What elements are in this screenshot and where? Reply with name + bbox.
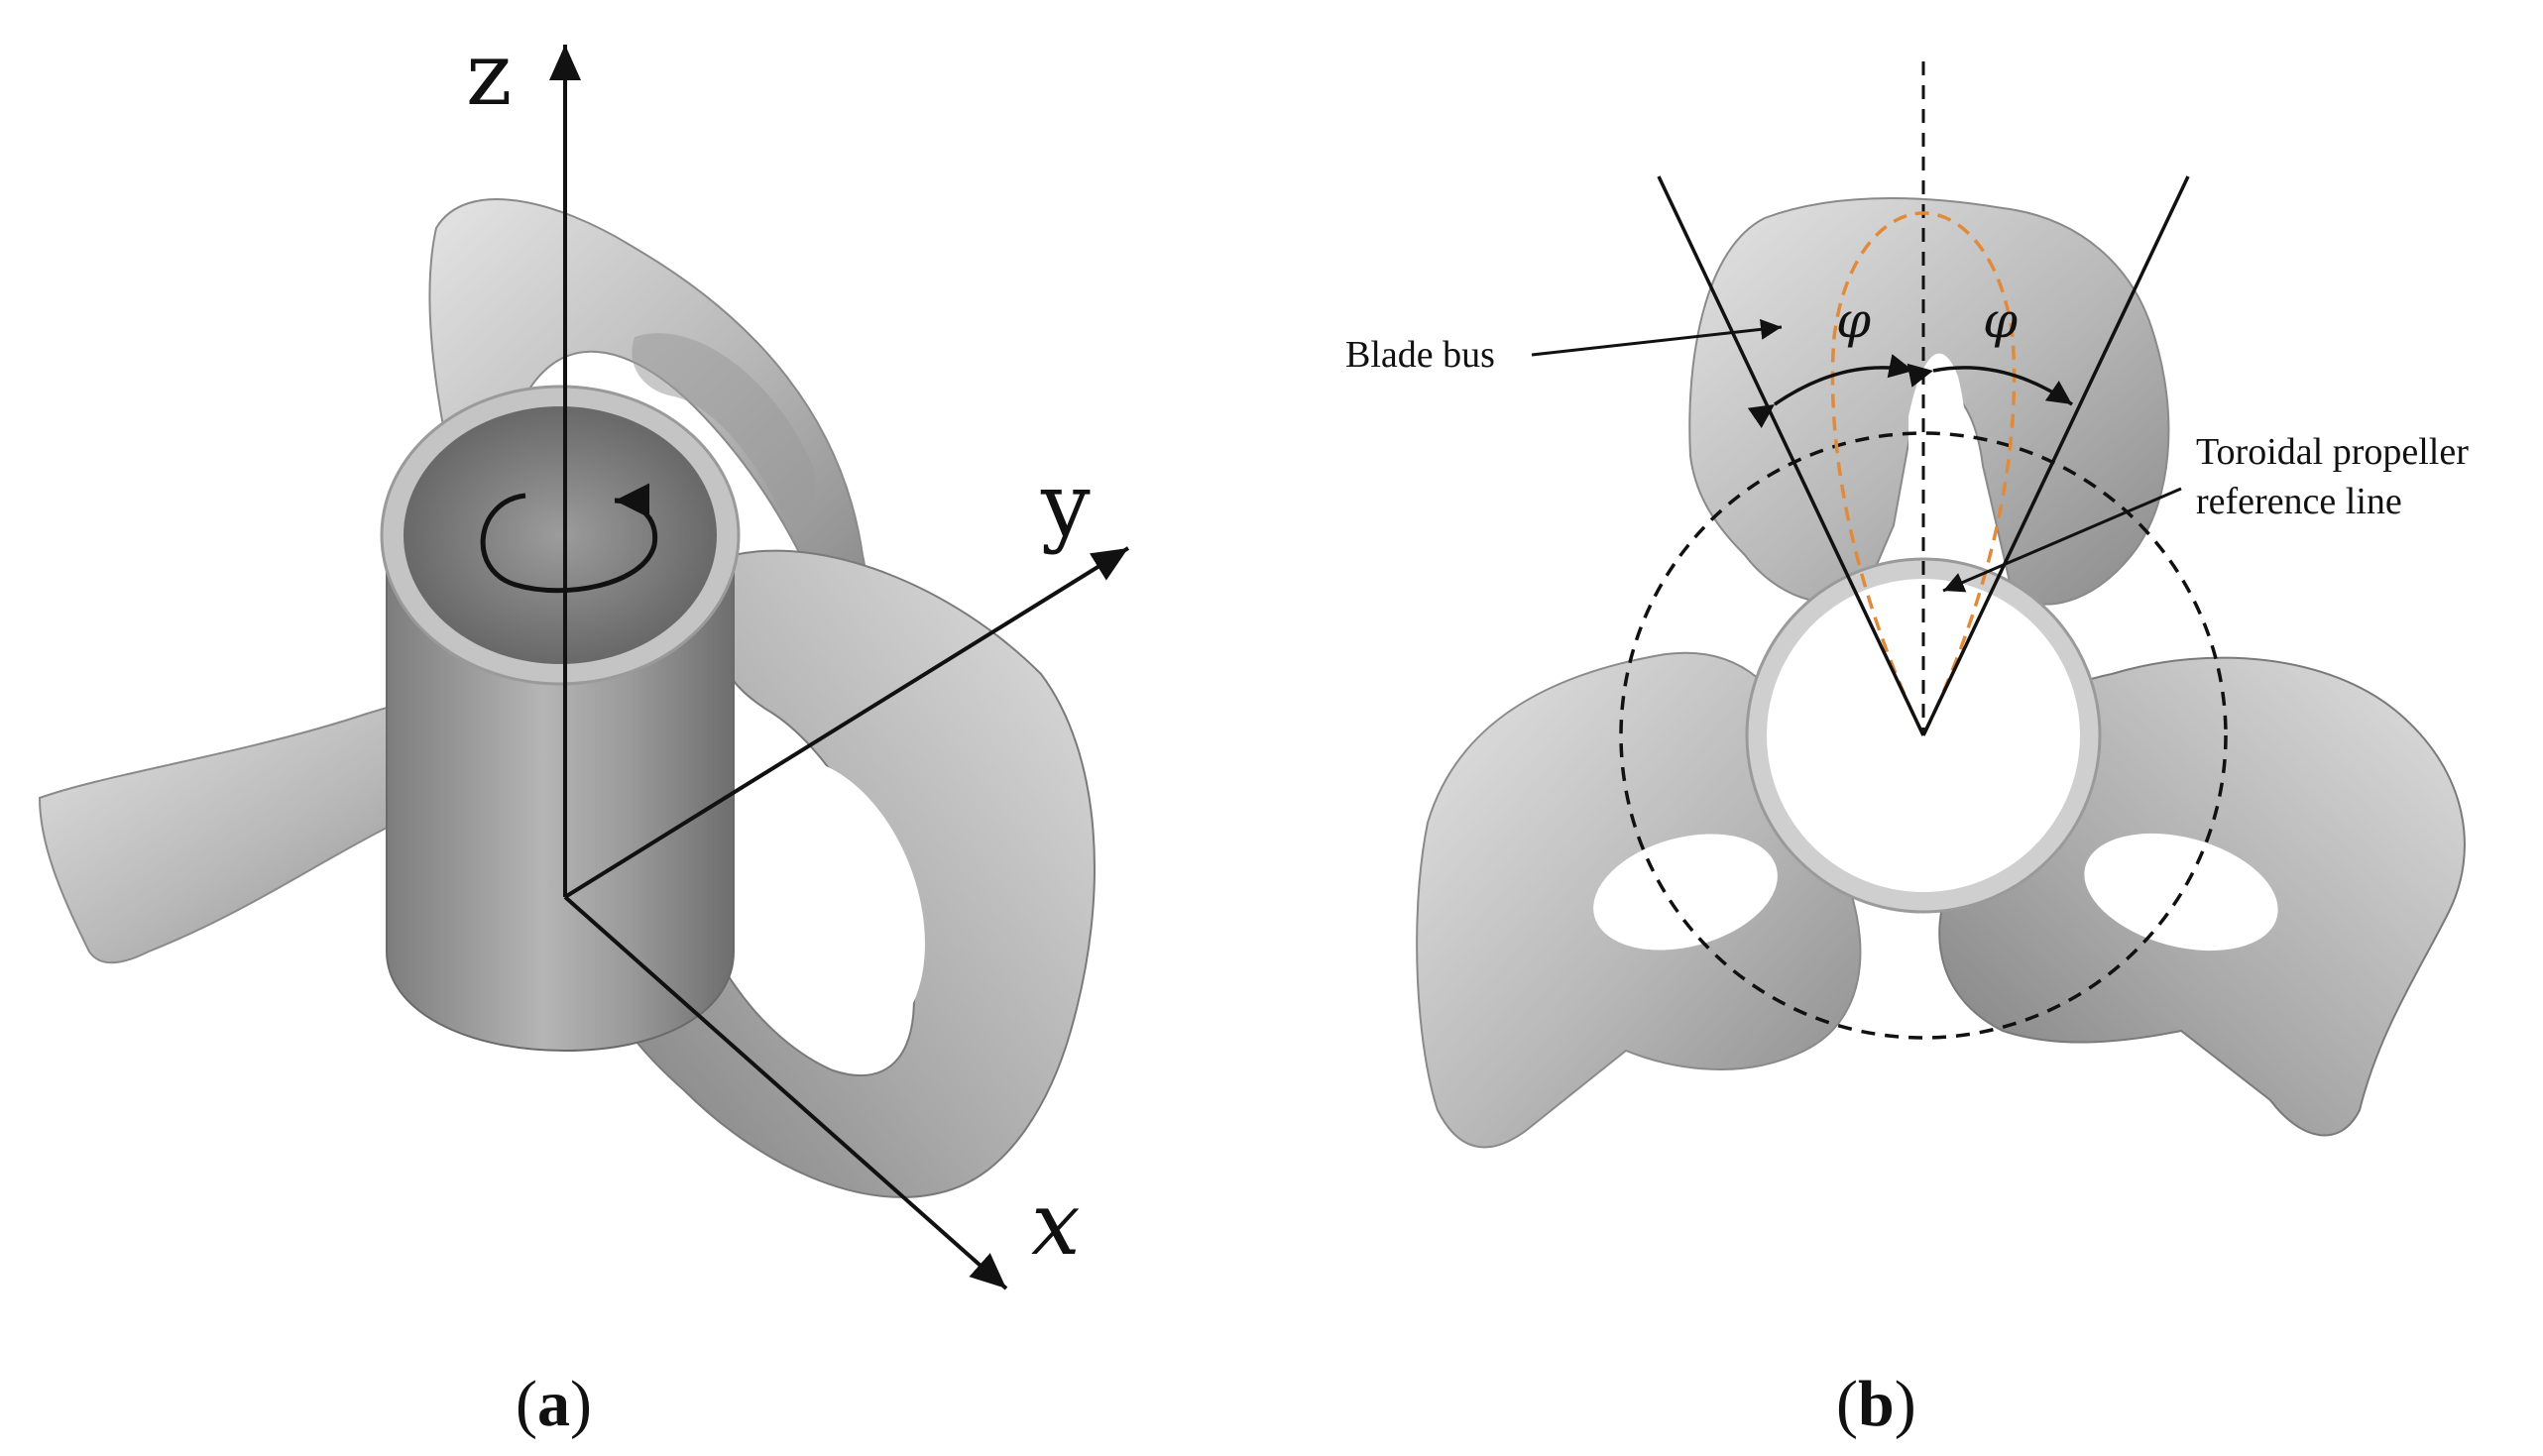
rotation-arrow-icon: [480, 483, 658, 594]
blade-bus-outline: [1830, 211, 2017, 739]
z-axis-label: z: [466, 23, 512, 125]
angle-line-right: [1921, 175, 2190, 736]
panel-b-paren-open: (: [1836, 1368, 1858, 1440]
blade-top-inner: [632, 333, 816, 523]
blade-left: [38, 682, 478, 964]
blade-bus-pointer: [1531, 318, 1783, 357]
reference-circle: [1619, 431, 2228, 1040]
phi-left-label: φ: [1836, 291, 1871, 349]
angle-arc-left: [1747, 354, 1914, 428]
panel-b-label: (b): [1836, 1368, 1916, 1440]
panel-a-letter: a: [537, 1368, 570, 1440]
panel-a-label: (a): [516, 1368, 592, 1440]
panel-b-letter: b: [1858, 1368, 1895, 1440]
blade-bus-label: Blade bus: [1345, 334, 1495, 376]
panel-b: φ φ Blade bus Toroidal propeller referen…: [1345, 61, 2469, 1440]
propeller-top-view: [1416, 197, 2466, 1149]
phi-right-label: φ: [1983, 291, 2018, 349]
blade-left-b-hole: [1593, 834, 1778, 951]
y-axis-line: [563, 546, 1130, 899]
y-axis-label: y: [1040, 454, 1091, 556]
blade-right-b-hole: [2084, 833, 2278, 952]
hub-bore: [404, 406, 717, 664]
angle-line-left: [1657, 175, 1925, 736]
reference-line-label-2: reference line: [2196, 481, 2402, 522]
reference-line-label-1: Toroidal propeller: [2196, 431, 2469, 473]
panel-a-paren-close: ): [570, 1368, 592, 1440]
blade-right-hole: [721, 758, 925, 1046]
x-axis-label: x: [1031, 1173, 1081, 1275]
panel-a: z y x (a): [38, 23, 1130, 1440]
reference-line-pointer: [1942, 487, 2182, 593]
x-axis-line: [563, 895, 1008, 1290]
angle-arc-right: [1907, 363, 2073, 406]
propeller-3d-model: [38, 198, 1096, 1198]
panel-b-paren-close: ): [1895, 1368, 1916, 1440]
panel-a-paren-open: (: [516, 1368, 537, 1440]
